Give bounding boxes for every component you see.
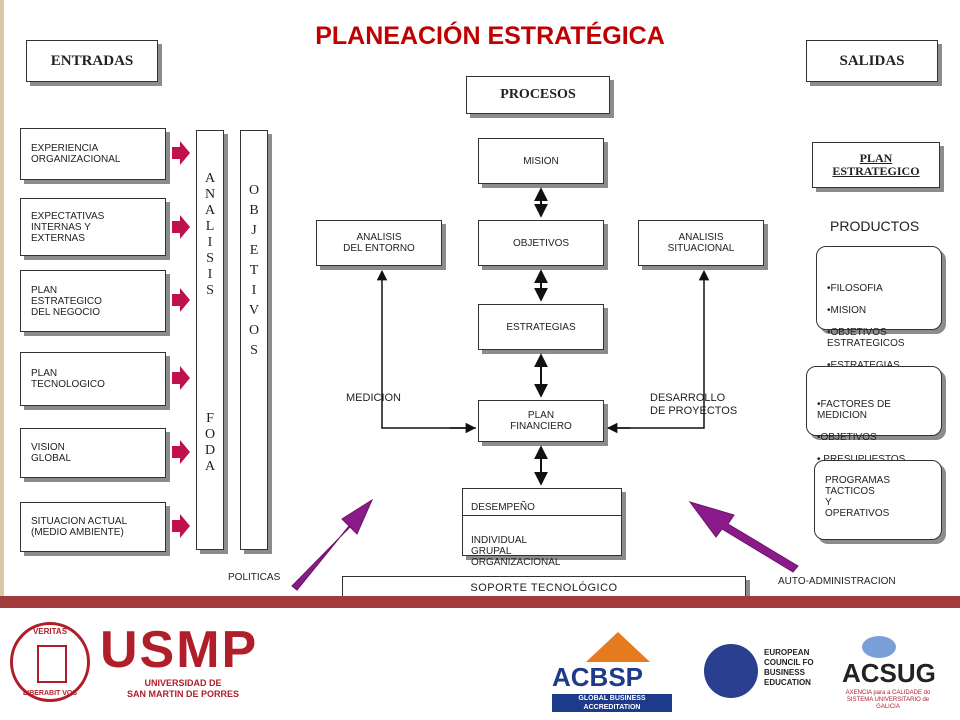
bar-letter: N	[204, 187, 216, 202]
seal-cross-icon	[37, 645, 67, 683]
acbsp-logo: ACBSP GLOBAL BUSINESS ACCREDITATION	[548, 632, 688, 716]
entradas-header: ENTRADAS	[26, 40, 158, 82]
ecbe-text: EUROPEAN COUNCIL FO BUSINESS EDUCATION	[764, 648, 814, 687]
diagram-connectors	[0, 141, 960, 610]
bar-letter: S	[206, 251, 214, 266]
input-vision-global: VISION GLOBAL	[20, 428, 166, 478]
output-item: OBJETIVOS	[817, 432, 939, 443]
footer-band	[0, 596, 960, 610]
bar-letter: L	[205, 219, 215, 234]
usmp-seal-logo: VERITAS LIBERABIT VOS	[10, 622, 90, 702]
usmp-university-name: UNIVERSIDAD DE SAN MARTIN DE PORRES	[126, 678, 239, 699]
output-group-1: FILOSOFIA MISION OBJETIVOS ESTRATEGICOS …	[816, 246, 942, 371]
bar-letter: T	[249, 263, 259, 278]
mision-box: MISION	[478, 138, 604, 184]
input-label: SITUACION ACTUAL (MEDIO AMBIENTE)	[31, 516, 128, 538]
seal-bottom-text: LIBERABIT VOS	[22, 690, 78, 697]
objetivos-bar: O B J E T I V O S	[240, 130, 268, 550]
bar-letter: D	[204, 443, 216, 458]
output-item: FACTORES DE MEDICION	[817, 399, 939, 421]
analisis-situacional-box: ANALISIS SITUACIONAL	[638, 220, 764, 266]
desempeno-items: INDIVIDUAL GRUPAL ORGANIZACIONAL	[471, 535, 561, 568]
left-edge-line	[0, 0, 4, 600]
bar-letter: S	[250, 343, 258, 358]
acbsp-text: ACBSP	[552, 662, 644, 692]
output-item: OBJETIVOS ESTRATEGICOS	[827, 327, 937, 349]
bar-letter: O	[248, 323, 260, 338]
acbsp-subtext: GLOBAL BUSINESS ACCREDITATION	[552, 694, 672, 712]
bar-letter: O	[248, 183, 260, 198]
red-arrow-icon	[172, 514, 190, 538]
output-group-2: FACTORES DE MEDICION OBJETIVOS PRESUPUES…	[806, 366, 942, 465]
analisis-entorno-box: ANALISIS DEL ENTORNO	[316, 220, 442, 266]
output-item: MISION	[827, 305, 937, 316]
medicion-label: MEDICION	[346, 392, 401, 404]
analisis-foda-bar: A N A L I S I S F O D A	[196, 130, 224, 550]
productos-label: PRODUCTOS	[830, 218, 920, 234]
bar-letter: A	[204, 459, 216, 474]
estrategias-box: ESTRATEGIAS	[478, 304, 604, 350]
bar-letter: J	[251, 223, 257, 238]
red-arrow-icon	[172, 215, 190, 239]
medicion-connector	[376, 269, 476, 429]
acbsp-triangle-icon	[586, 632, 650, 662]
plan-estrategico-output: PLAN ESTRATEGICO	[812, 142, 940, 188]
bar-letter: V	[248, 303, 260, 318]
output-item: ESTRATEGIAS	[827, 360, 937, 371]
bar-letter: E	[249, 243, 259, 258]
footer: VERITAS LIBERABIT VOS USMP UNIVERSIDAD D…	[0, 608, 960, 720]
bar-letter: A	[204, 203, 216, 218]
output-item: PRESUPUESTOS	[817, 454, 939, 465]
plan-financiero-box: PLAN FINANCIERO	[478, 400, 604, 442]
input-label: VISION GLOBAL	[31, 442, 72, 464]
input-situacion-actual: SITUACION ACTUAL (MEDIO AMBIENTE)	[20, 502, 166, 552]
input-label: EXPERIENCIA ORGANIZACIONAL	[31, 143, 121, 165]
bar-letter: I	[207, 235, 213, 250]
input-experiencia: EXPERIENCIA ORGANIZACIONAL	[20, 128, 166, 180]
seal-top-text: VERITAS	[32, 627, 68, 636]
input-plan-estrategico: PLAN ESTRATEGICO DEL NEGOCIO	[20, 270, 166, 332]
bar-letter: F	[206, 411, 214, 426]
bar-letter: A	[204, 171, 216, 186]
accreditation-panel: ACBSP GLOBAL BUSINESS ACCREDITATION EURO…	[542, 626, 960, 720]
page-title: PLANEACIÓN ESTRATÉGICA	[315, 22, 665, 50]
procesos-header: PROCESOS	[466, 76, 610, 114]
bar-letter: S	[206, 283, 214, 298]
bar-letter: O	[204, 427, 216, 442]
red-arrow-icon	[172, 366, 190, 390]
auto-administracion-label: AUTO-ADMINISTRACION	[778, 576, 896, 587]
desarrollo-connector	[608, 269, 710, 429]
desempeno-box: DESEMPEÑO INDIVIDUAL GRUPAL ORGANIZACION…	[462, 488, 622, 568]
acsug-text: ACSUG	[842, 658, 936, 688]
output-item: FILOSOFIA	[827, 283, 937, 294]
input-arrows	[172, 141, 190, 538]
input-expectativas: EXPECTATIVAS INTERNAS Y EXTERNAS	[20, 198, 166, 256]
red-arrow-icon	[172, 141, 190, 165]
input-label: PLAN ESTRATEGICO DEL NEGOCIO	[31, 284, 102, 318]
desarrollo-label: DESARROLLO DE PROYECTOS	[650, 392, 738, 417]
objetivos-box: OBJETIVOS	[478, 220, 604, 266]
salidas-header: SALIDAS	[806, 40, 938, 82]
acsug-subtext: AXENCIA para a CALIDADE do SISTEMA UNIVE…	[845, 690, 931, 710]
desempeno-title: DESEMPEÑO	[463, 500, 621, 516]
red-arrow-icon	[172, 440, 190, 464]
usmp-wordmark: USMP	[100, 621, 259, 679]
output-group-3: PROGRAMAS TACTICOS Y OPERATIVOS	[814, 460, 942, 540]
auto-administracion-arrow-icon	[688, 501, 799, 573]
input-label: EXPECTATIVAS INTERNAS Y EXTERNAS	[31, 210, 105, 244]
ecbe-globe-icon	[704, 644, 758, 698]
input-label: PLAN TECNOLOGICO	[31, 368, 105, 390]
acsug-logo: ACSUG AXENCIA para a CALIDADE do SISTEMA…	[822, 634, 952, 718]
acsug-swoosh-icon	[862, 636, 896, 658]
input-plan-tecnologico: PLAN TECNOLOGICO	[20, 352, 166, 406]
bar-letter: B	[249, 203, 259, 218]
bar-letter: I	[207, 267, 213, 282]
politicas-label: POLITICAS	[228, 572, 281, 583]
red-arrow-icon	[172, 288, 190, 312]
bar-letter: I	[251, 283, 257, 298]
politicas-arrow-icon	[291, 498, 374, 591]
